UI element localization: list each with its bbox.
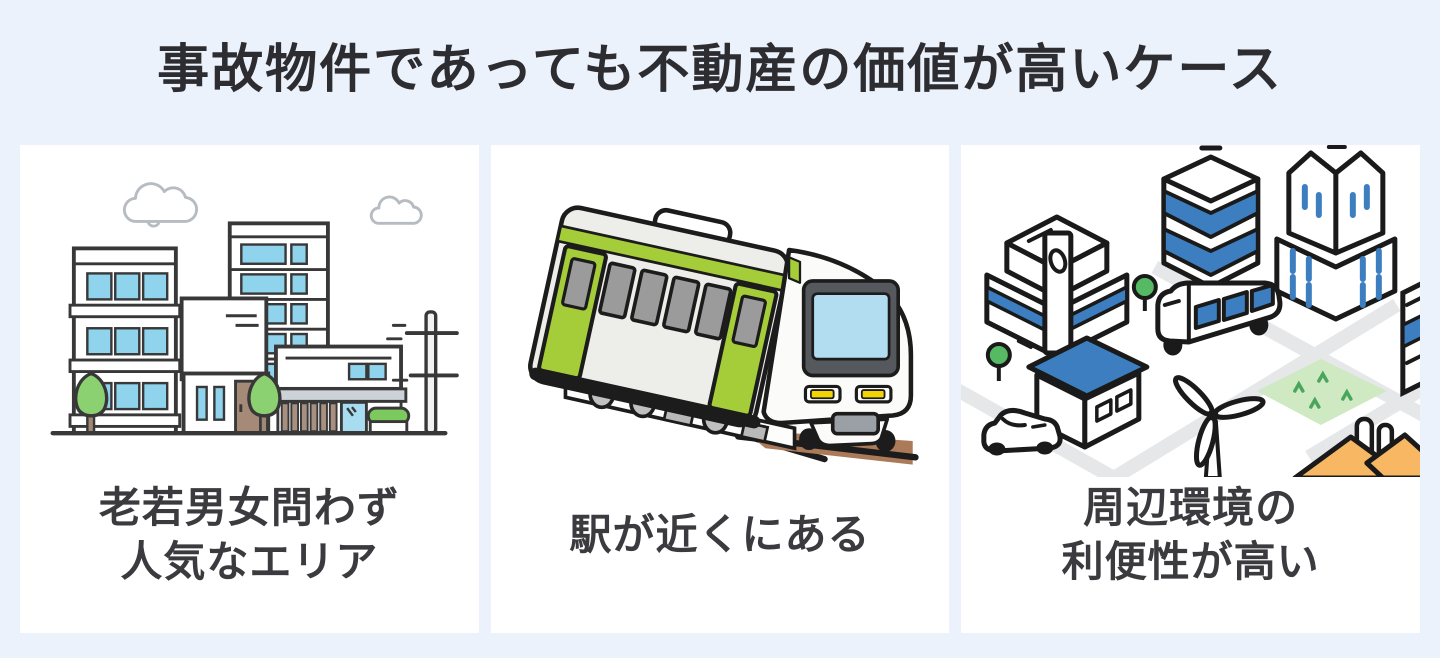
park	[1257, 359, 1388, 426]
tree-icon	[74, 371, 282, 435]
wind-turbine-icon	[1173, 375, 1266, 478]
infographic-page: 事故物件であっても不動産の価値が高いケース	[0, 41, 1440, 634]
card-caption: 老若男女問わず 人気なエリア	[20, 477, 479, 633]
slit-window-tower	[1274, 145, 1398, 322]
train-illustration	[491, 145, 950, 477]
caption-line: 周辺環境の	[1083, 484, 1299, 532]
edge-building	[1400, 281, 1421, 398]
chevron-tower-building	[1161, 145, 1261, 290]
shop-building	[270, 344, 411, 435]
cityscape-illustration	[20, 145, 479, 477]
car-icon	[981, 408, 1063, 456]
utility-pole-icon	[386, 310, 460, 436]
isometric-city-illustration	[961, 145, 1421, 478]
bus-icon	[1155, 280, 1283, 356]
train-icon	[528, 205, 919, 465]
back-wall	[180, 296, 269, 382]
card-caption: 駅が近くにある	[491, 477, 950, 633]
store-building	[984, 214, 1130, 360]
orange-buildings	[1292, 416, 1421, 478]
train-front-face	[761, 247, 914, 448]
caption-line: 利便性が高い	[1061, 538, 1320, 586]
page-title: 事故物件であっても不動産の価値が高いケース	[157, 41, 1283, 99]
card-convenient-surroundings: 周辺環境の 利便性が高い	[961, 145, 1421, 634]
train-side-body	[528, 205, 791, 429]
caption-line: 駅が近くにある	[569, 511, 871, 559]
card-caption: 周辺環境の 利便性が高い	[961, 477, 1420, 633]
caption-line: 人気なエリア	[120, 538, 379, 586]
card-popular-area: 老若男女問わず 人気なエリア	[20, 145, 479, 634]
caption-line: 老若男女問わず	[98, 484, 400, 532]
cityscape-town-icon	[50, 182, 460, 436]
isometric-city-map-icon	[961, 145, 1421, 478]
cloud-icon	[123, 182, 424, 228]
tree-icon	[986, 274, 1159, 382]
card-station-nearby: 駅が近くにある	[490, 145, 950, 634]
cards-row: 老若男女問わず 人気なエリア	[0, 145, 1440, 634]
